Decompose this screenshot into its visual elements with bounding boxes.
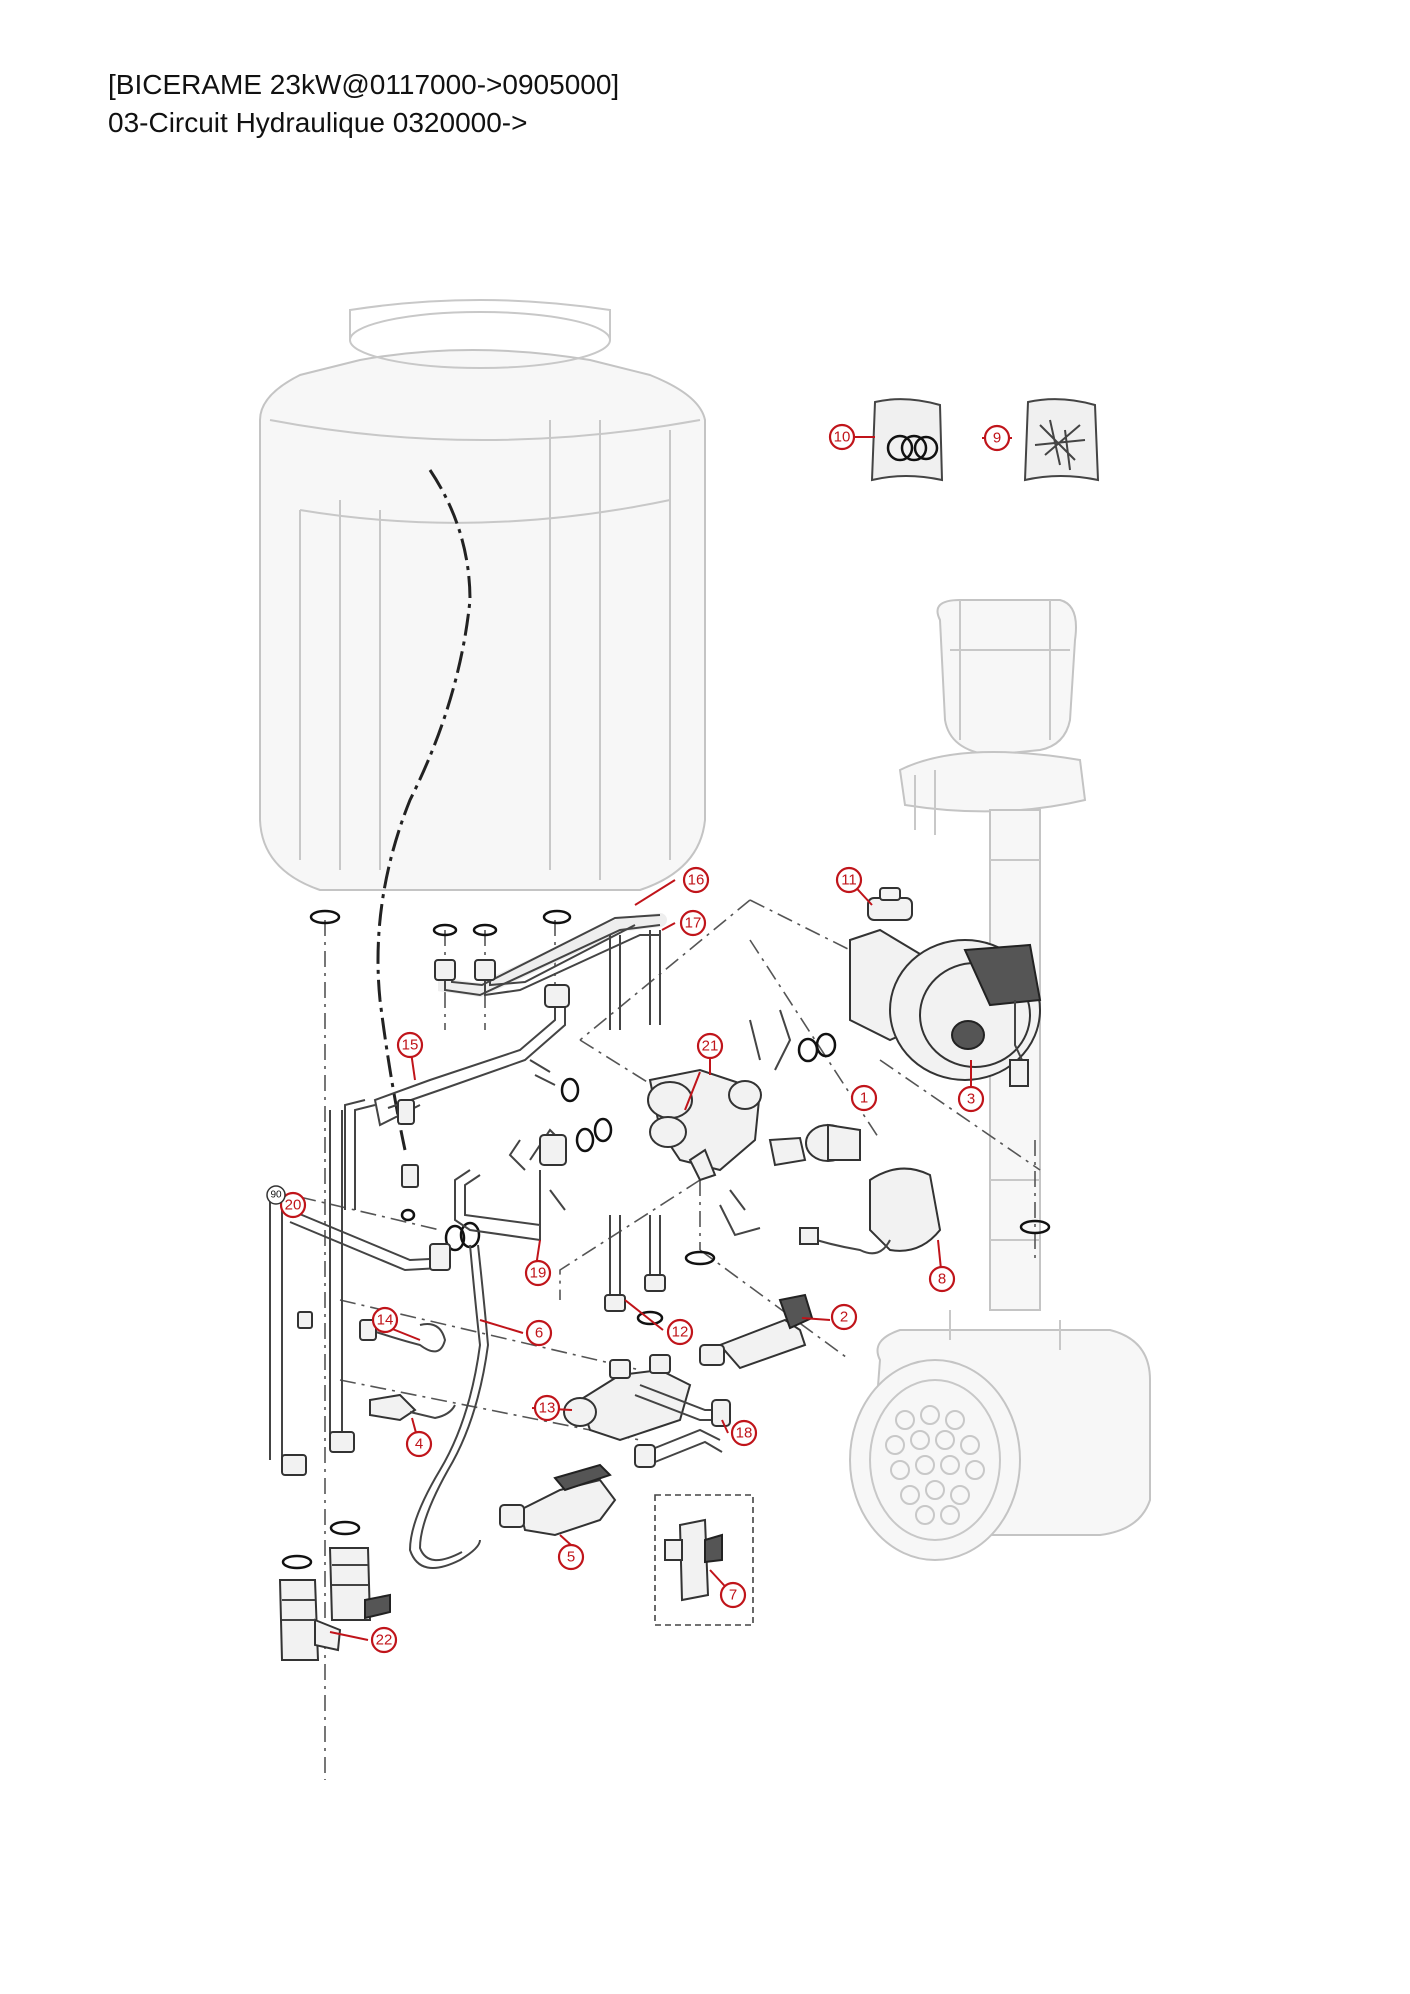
diverter-motor — [768, 1123, 942, 1255]
svg-text:19: 19 — [530, 1265, 547, 1282]
callout-12: 12 — [666, 1318, 694, 1346]
oring-kit-bag — [870, 398, 944, 482]
o-rings — [281, 909, 1051, 1570]
callout-17: 17 — [679, 909, 707, 937]
isolation-taps — [278, 1431, 391, 1661]
callout-9: 9 — [983, 424, 1011, 452]
expansion-vessel-ghost — [259, 299, 706, 891]
flue-elbow-ghost — [898, 599, 1087, 1311]
svg-text:90: 90 — [270, 1190, 282, 1201]
connecting-pipes — [269, 913, 667, 1460]
callout-18: 18 — [730, 1419, 758, 1447]
svg-text:21: 21 — [702, 1038, 719, 1055]
callout-7: 7 — [719, 1581, 747, 1609]
sensor-cable — [376, 469, 472, 1151]
svg-text:18: 18 — [736, 1425, 753, 1442]
callout-3: 3 — [957, 1085, 985, 1113]
callout-6: 6 — [525, 1319, 553, 1347]
svg-text:22: 22 — [376, 1632, 393, 1649]
svg-text:8: 8 — [938, 1271, 946, 1288]
svg-text:12: 12 — [672, 1324, 689, 1341]
svg-text:3: 3 — [967, 1091, 975, 1108]
svg-text:20: 20 — [285, 1197, 302, 1214]
callout-1: 1 — [850, 1084, 878, 1112]
reference-90: 90 — [266, 1185, 286, 1205]
svg-text:16: 16 — [688, 872, 705, 889]
svg-text:10: 10 — [834, 429, 851, 446]
callout-2: 2 — [830, 1303, 858, 1331]
title-block: [BICERAME 23kW@0117000->0905000] 03-Circ… — [108, 66, 619, 142]
callout-19: 19 — [524, 1259, 552, 1287]
callout-22: 22 — [370, 1626, 398, 1654]
model-title: [BICERAME 23kW@0117000->0905000] — [108, 69, 620, 100]
safety-valve — [408, 1244, 617, 1569]
temperature-sensors — [297, 1311, 456, 1422]
filling-loop-box — [654, 1494, 754, 1626]
svg-text:2: 2 — [840, 1309, 848, 1326]
callout-15: 15 — [396, 1031, 424, 1059]
svg-text:1: 1 — [860, 1090, 868, 1107]
svg-text:6: 6 — [535, 1325, 543, 1342]
svg-text:4: 4 — [415, 1436, 423, 1453]
callout-4: 4 — [405, 1430, 433, 1458]
valve-body — [563, 1354, 731, 1468]
callout-11: 11 — [835, 866, 863, 894]
callout-10: 10 — [828, 423, 856, 451]
hydraulic-block — [647, 1009, 792, 1237]
screw-kit-bag — [1023, 398, 1100, 482]
callout-21: 21 — [696, 1032, 724, 1060]
svg-text:9: 9 — [993, 430, 1001, 447]
flow-sensor — [699, 1293, 814, 1370]
svg-text:11: 11 — [841, 872, 857, 889]
callout-20: 20 — [279, 1191, 307, 1219]
callout-8: 8 — [928, 1265, 956, 1293]
callout-16: 16 — [682, 866, 710, 894]
callout-5: 5 — [557, 1543, 585, 1571]
callout-13: 13 — [533, 1394, 561, 1422]
svg-text:14: 14 — [377, 1312, 394, 1329]
svg-text:7: 7 — [729, 1587, 737, 1604]
svg-text:13: 13 — [539, 1400, 556, 1417]
svg-text:5: 5 — [567, 1549, 575, 1566]
circulator-pump — [849, 887, 1042, 1087]
svg-text:17: 17 — [685, 915, 702, 932]
callout-14: 14 — [371, 1306, 399, 1334]
svg-text:15: 15 — [402, 1037, 419, 1054]
heat-exchanger-ghost — [849, 1310, 1151, 1561]
section-title: 03-Circuit Hydraulique 0320000-> — [108, 107, 528, 138]
